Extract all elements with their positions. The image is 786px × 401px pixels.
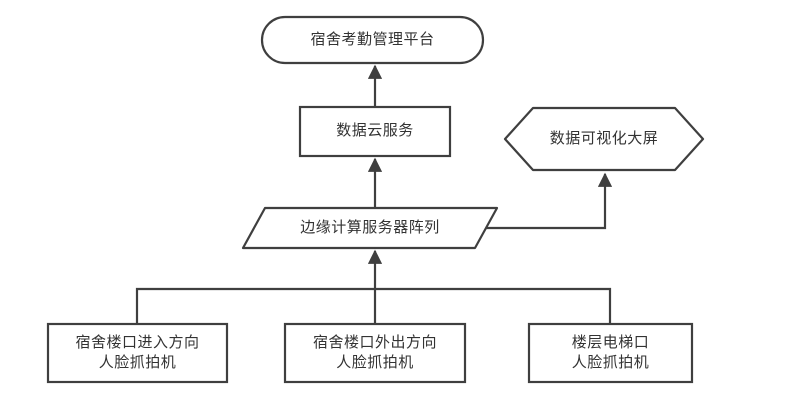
arrow-edge-to-screen [486, 172, 613, 230]
edge-servers-node-shape [241, 206, 499, 250]
camera-entry-node-shape [46, 322, 229, 384]
camera-elevator-node-shape [527, 322, 694, 384]
bus-line-cameras [135, 287, 612, 324]
platform-node-shape [260, 15, 485, 65]
cloud-service-node-shape [298, 105, 452, 158]
camera-exit-node-shape [283, 322, 467, 384]
visualization-screen-node-shape [503, 106, 705, 172]
